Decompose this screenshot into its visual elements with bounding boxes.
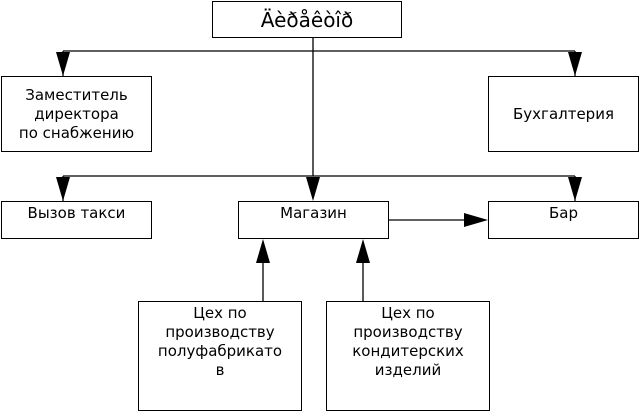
node-semi-finished-workshop: Цех по производству полуфабрикато в: [138, 301, 302, 411]
node-label: в: [215, 361, 225, 379]
node-label: производству: [165, 323, 275, 341]
node-label: полуфабрикато: [157, 342, 283, 360]
node-taxi: Вызов такси: [1, 201, 152, 239]
node-label: Цех по: [381, 304, 435, 322]
node-deputy-director-supply: Заместитель директора по снабжению: [1, 76, 152, 152]
arrowhead-accounting: [568, 52, 582, 76]
node-label: Бухгалтерия: [513, 104, 614, 123]
node-label: производству: [353, 323, 463, 341]
node-director: Äèðåêòîð: [212, 1, 402, 38]
arrowhead-shop: [306, 177, 320, 201]
arrowhead-conf-to-shop: [356, 239, 370, 263]
node-label: Вызов такси: [27, 204, 126, 222]
arrowhead-semi-to-shop: [256, 239, 270, 263]
arrowhead-taxi: [56, 177, 70, 201]
arrowhead-deputy: [56, 52, 70, 76]
node-label: директора: [34, 104, 119, 123]
node-label: по снабжению: [18, 123, 135, 142]
node-label: Цех по: [193, 304, 247, 322]
node-shop: Магазин: [238, 201, 389, 239]
node-bar: Бар: [488, 201, 639, 239]
node-label: Äèðåêòîð: [260, 7, 354, 32]
node-confectionery-workshop: Цех по производству кондитерских изделий: [326, 301, 490, 411]
node-accounting: Бухгалтерия: [488, 76, 639, 152]
node-label: изделий: [374, 361, 442, 379]
node-label: Бар: [548, 204, 578, 222]
node-label: Магазин: [280, 204, 347, 222]
node-label: кондитерских: [352, 342, 464, 360]
node-label: Заместитель: [25, 85, 128, 104]
arrowhead-bar-top: [568, 177, 582, 201]
arrowhead-shop-to-bar: [464, 213, 488, 227]
connector-layer: [56, 38, 582, 301]
